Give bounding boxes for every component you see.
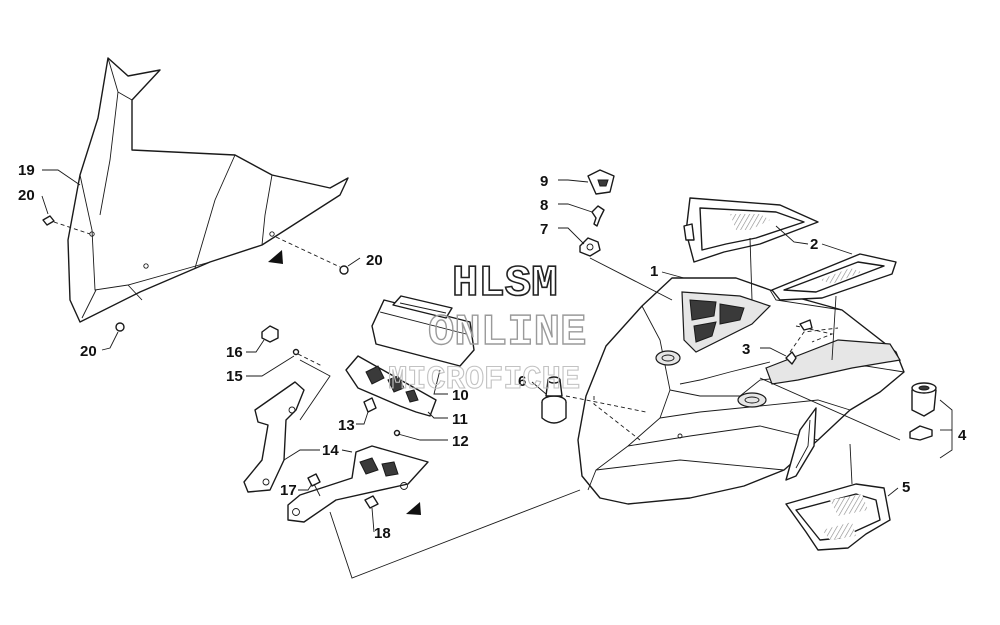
callout-15: 15 <box>226 368 243 385</box>
mount-nut-18 <box>364 495 379 509</box>
callout-3: 3 <box>742 341 750 358</box>
leader-lines <box>41 169 953 579</box>
windshield-screw-left <box>42 215 91 235</box>
callout-20-right: 20 <box>366 252 383 269</box>
callout-4: 4 <box>958 427 967 444</box>
gauge-cluster <box>371 295 475 367</box>
callout-6: 6 <box>518 373 526 390</box>
callout-1: 1 <box>650 263 658 280</box>
callout-20-left: 20 <box>18 187 35 204</box>
mount-bracket <box>243 381 429 523</box>
ignition-cap <box>587 169 615 195</box>
washer-15 <box>292 348 300 356</box>
windshield <box>67 57 349 323</box>
callout-20-bottom: 20 <box>80 343 97 360</box>
windshield-screw-bottom <box>115 322 125 332</box>
callout-5: 5 <box>902 479 910 496</box>
fuel-cap <box>909 382 937 441</box>
callout-11: 11 <box>452 411 468 428</box>
callout-14: 14 <box>322 442 339 459</box>
callouts: 19 20 20 20 16 15 13 14 17 18 10 11 12 9… <box>18 162 967 542</box>
gauge-bracket <box>345 355 437 417</box>
vent-cover-lower <box>771 253 897 301</box>
ignition-switch <box>541 376 567 424</box>
callout-19: 19 <box>18 162 35 179</box>
callout-12: 12 <box>452 433 469 450</box>
gauge-bracket-bolt <box>363 397 377 413</box>
mount-bolt-17 <box>307 473 321 497</box>
watermark-line2: ONLINE <box>428 308 586 358</box>
watermark: HLSM ONLINE MICROFICHE <box>387 258 587 398</box>
hood <box>577 277 905 505</box>
callout-8: 8 <box>540 197 548 214</box>
direction-arrow-windshield <box>268 250 283 264</box>
watermark-line1: HLSM <box>452 259 558 309</box>
watermark-line3: MICROFICHE <box>388 361 580 398</box>
clip-3 <box>785 319 839 365</box>
nut-16 <box>261 325 279 343</box>
callout-2: 2 <box>810 236 818 253</box>
ignition-key <box>591 205 605 227</box>
callout-17: 17 <box>280 482 297 499</box>
callout-10: 10 <box>452 387 469 404</box>
callout-18: 18 <box>374 525 391 542</box>
gauge-pin <box>393 429 401 437</box>
vent-cover-upper <box>683 197 819 263</box>
direction-arrow-bracket <box>406 502 421 515</box>
callout-7: 7 <box>540 221 548 238</box>
ignition-nut <box>579 237 601 257</box>
callout-13: 13 <box>338 417 355 434</box>
callout-16: 16 <box>226 344 243 361</box>
callout-9: 9 <box>540 173 548 190</box>
vent-cover-5 <box>785 483 891 551</box>
windshield-screw-right <box>275 236 349 275</box>
